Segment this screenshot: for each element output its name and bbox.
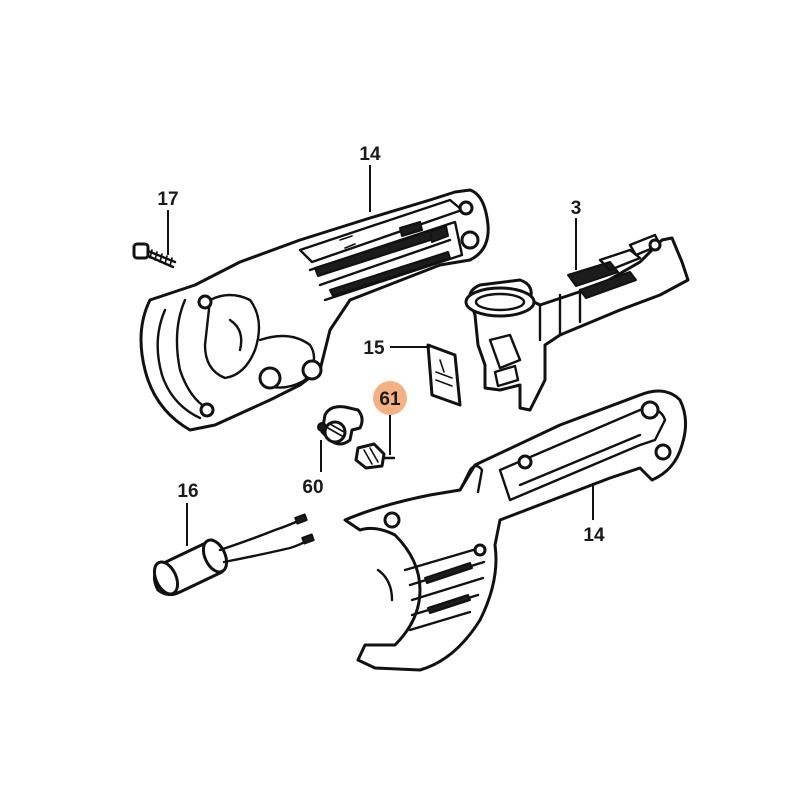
capacitor[interactable] bbox=[150, 513, 315, 597]
callout-60: 60 bbox=[302, 477, 323, 498]
callout-3: 3 bbox=[571, 198, 582, 219]
housing-half-upper[interactable] bbox=[139, 188, 490, 432]
brush-holder[interactable] bbox=[317, 405, 364, 446]
callout-labels: 14 17 3 15 61 60 16 14 bbox=[157, 144, 605, 546]
callout-14-lower: 14 bbox=[583, 525, 605, 546]
callout-61: 61 bbox=[379, 389, 401, 410]
carbon-brush[interactable] bbox=[354, 442, 396, 470]
callout-17: 17 bbox=[157, 189, 178, 210]
callout-14-upper: 14 bbox=[359, 144, 381, 165]
label-plate[interactable] bbox=[426, 343, 462, 407]
switch-assembly[interactable] bbox=[464, 233, 690, 412]
leader-lines bbox=[167, 165, 594, 546]
screw[interactable] bbox=[132, 242, 177, 269]
housing-half-lower[interactable] bbox=[343, 389, 687, 672]
callout-16: 16 bbox=[177, 481, 198, 502]
callout-15: 15 bbox=[363, 338, 385, 359]
callout-61-highlight bbox=[373, 381, 407, 415]
